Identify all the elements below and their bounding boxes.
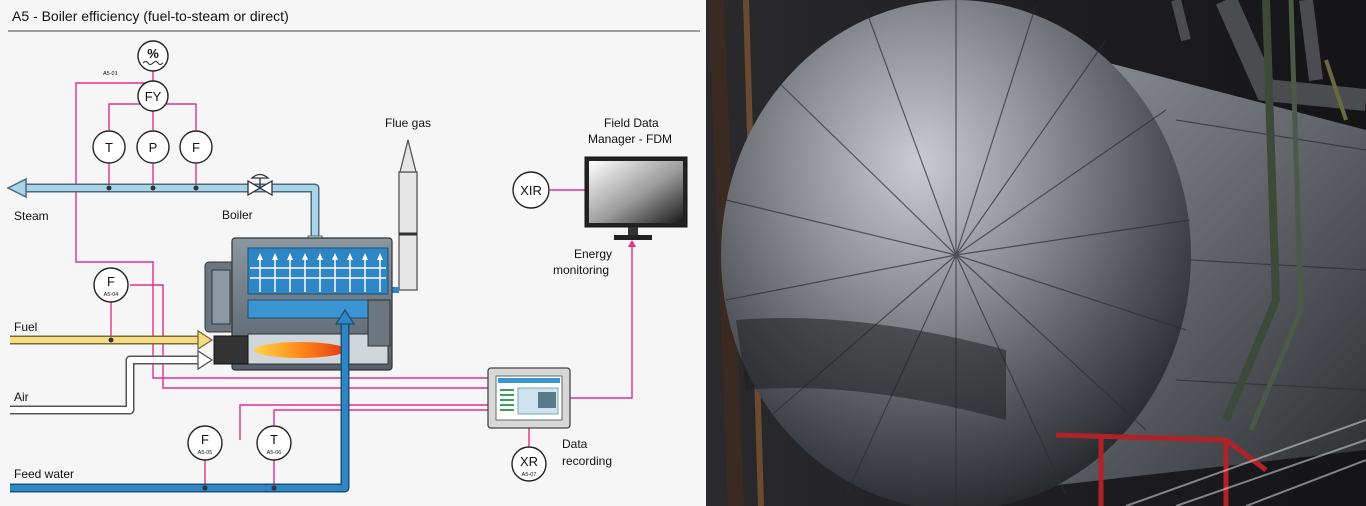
f-fuel-symbol: F: [107, 274, 115, 289]
flue-gas-label: Flue gas: [385, 116, 431, 130]
data-recorder-device: [487, 367, 571, 429]
instrument-xr: XR A5-07: [511, 446, 547, 482]
fdm-monitor-icon: [584, 156, 688, 240]
xir-symbol: XIR: [520, 183, 542, 198]
steam-taps: [106, 185, 199, 191]
instrument-f-steam: F: [179, 130, 213, 164]
xr-symbol: XR: [520, 454, 538, 469]
boiler-label: Boiler: [222, 208, 253, 222]
steam-pipe: [6, 177, 323, 245]
instrument-t-feed: T A5-06: [256, 425, 292, 461]
t-feed-symbol: T: [270, 432, 278, 447]
f-feed-symbol: F: [201, 432, 209, 447]
shadow-band: [736, 318, 1006, 420]
energy-line1: Energy: [574, 247, 612, 261]
t-feed-tag: A5-06: [267, 450, 282, 456]
side-pipes: [1222, 0, 1348, 431]
data-recording-line1: Data: [562, 437, 588, 451]
air-label: Air: [14, 390, 29, 404]
diagram-title: A5 - Boiler efficiency (fuel-to-steam or…: [12, 8, 289, 24]
floor-rails: [1125, 419, 1366, 506]
instrument-fy: FY: [137, 80, 169, 112]
instrument-p-steam: P: [136, 130, 170, 164]
xr-tag: A5-07: [522, 472, 537, 478]
steam-label: Steam: [14, 209, 49, 223]
boiler-efficiency-diagram: A5 - Boiler efficiency (fuel-to-steam or…: [6, 8, 700, 493]
f-steam-symbol: F: [192, 140, 200, 155]
percent-tag: A5-01: [103, 71, 118, 77]
signal-lines: [75, 70, 633, 488]
energy-line2: monitoring: [553, 263, 609, 277]
fy-symbol: FY: [145, 89, 162, 104]
wave-icon: [142, 61, 164, 65]
f-feed-tag: A5-05: [198, 450, 213, 456]
boiler-drum-photo: [706, 0, 1366, 506]
fuel-pipe: [10, 329, 214, 351]
instrument-t-steam: T: [92, 130, 126, 164]
fdm-line2: Manager - FDM: [588, 132, 672, 146]
boiler-unit: [204, 237, 393, 371]
p-steam-symbol: P: [149, 140, 158, 155]
instrument-xir: XIR: [512, 171, 550, 209]
f-fuel-tag: A5-04: [104, 292, 119, 298]
fdm-line1: Field Data: [604, 116, 659, 130]
feed-water-pipe: [10, 308, 356, 493]
instrument-percent: %: [137, 40, 169, 72]
steam-valve-icon: [247, 173, 273, 197]
data-recording-line2: recording: [562, 454, 612, 468]
fuel-label: Fuel: [14, 320, 37, 334]
percent-symbol: %: [147, 46, 159, 61]
t-steam-symbol: T: [105, 140, 113, 155]
air-pipe: [10, 349, 214, 415]
feed-water-label: Feed water: [14, 467, 74, 481]
instrument-f-feed: F A5-05: [187, 425, 223, 461]
instrument-f-fuel: F A5-04: [93, 267, 129, 303]
